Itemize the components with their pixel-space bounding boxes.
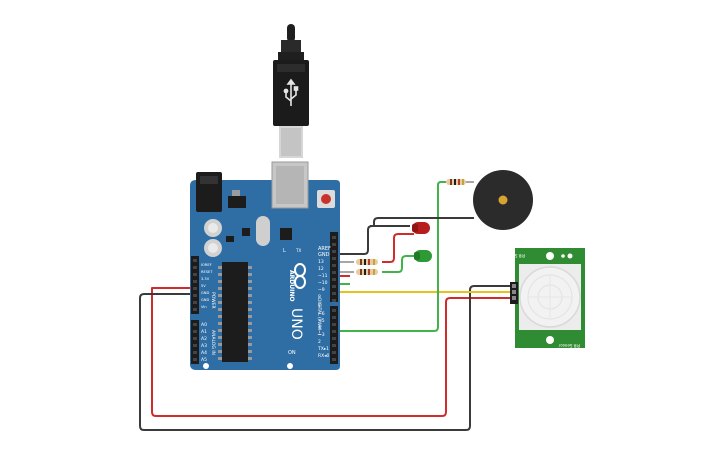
arduino-logo-icon (294, 263, 306, 289)
analog-caption: ANALOG IN (210, 330, 216, 355)
resistor-buzzer (446, 179, 474, 185)
analog-pin-label: A4 (201, 350, 207, 356)
digital-pin-label: 2 (318, 339, 321, 345)
analog-pin-label: A2 (201, 336, 207, 342)
pir-sensor: PIR Sensor PIR Sensor - S + (503, 248, 585, 348)
tx-label: TX (295, 248, 301, 253)
resistor-red-led (356, 259, 378, 265)
power-pin-label: 5V (201, 284, 206, 288)
wire-5v-red (151, 287, 512, 417)
wire-led-gnd-black (334, 225, 410, 255)
power-pin-label: GND (201, 298, 209, 302)
digital-caption: DIGITAL (PWM~) (316, 298, 322, 336)
l-label: L (283, 248, 286, 254)
digital-header-bottom (330, 306, 338, 364)
on-label: ON (288, 350, 296, 356)
digital-pin-label: ~9 (318, 287, 325, 293)
digital-pin-label: 8 (318, 294, 321, 300)
power-pin-label: RESET (201, 270, 213, 274)
gnd-label: GND (318, 252, 330, 258)
digital-pin-label: RX◂0 (318, 353, 329, 359)
analog-pin-label: A5 (201, 357, 207, 363)
power-pin-label: IOREF (201, 263, 212, 267)
digital-pin-label: ~10 (318, 280, 328, 286)
digital-pin-label: ~3 (318, 332, 325, 338)
resistor-green-led (356, 269, 378, 275)
digital-pin-label: 4 (318, 325, 321, 331)
analog-header (191, 320, 199, 364)
pir-top-label: PIR Sensor (503, 253, 525, 258)
digital-pin-label: 13 (318, 259, 324, 265)
digital-pin-label: ~11 (318, 273, 328, 279)
piezo-buzzer (473, 170, 533, 230)
analog-pin-label: A0 (201, 322, 207, 328)
pir-bottom-label: PIR Sensor (558, 343, 580, 348)
power-caption: POWER (210, 292, 216, 309)
power-pin-label: GND (201, 291, 209, 295)
green-led (414, 250, 432, 262)
analog-pin-label: A3 (201, 343, 207, 349)
wire-buzzer-green (334, 181, 446, 332)
digital-pin-label: TX▸1 (317, 346, 329, 352)
aref-label: AREF (318, 246, 331, 252)
red-led (412, 222, 430, 234)
usb-icon (283, 78, 299, 106)
arduino-board: ARDUINO UNO DIGITAL (PWM~) POWER ANALOG … (190, 161, 340, 370)
power-pin-labels: IOREF RESET 3.3V 5V GND GND Vin (201, 263, 213, 309)
power-pin-label: Vin (201, 305, 207, 309)
digital-pin-label: ~5 (318, 318, 325, 324)
atmega-chip (222, 262, 248, 362)
usb-cable (273, 24, 309, 158)
digital-pin-label: 12 (318, 266, 324, 272)
wire-gnd-black (139, 285, 512, 431)
power-pin-label: 3.3V (201, 277, 210, 281)
power-header (191, 256, 199, 314)
wire-buzzer-gnd-black (370, 217, 474, 227)
board-model: UNO (288, 308, 304, 340)
analog-pin-label: A1 (201, 329, 207, 335)
board-brand: ARDUINO (288, 270, 295, 301)
digital-pin-label: ~6 (318, 311, 325, 317)
digital-pin-label: 7 (318, 304, 321, 310)
